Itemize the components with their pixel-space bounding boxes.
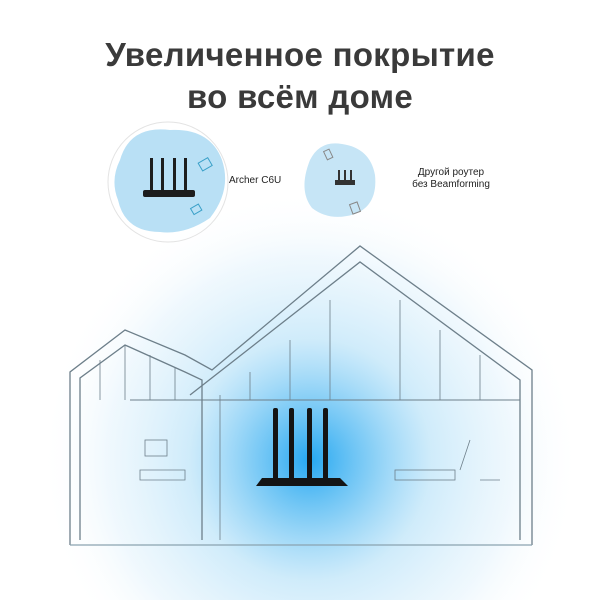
router-icon xyxy=(143,158,195,197)
device-icon xyxy=(197,156,213,172)
headline-line-1: Увеличенное покрытие xyxy=(105,36,495,73)
archer-label: Archer C6U xyxy=(229,175,282,186)
other-router-label-line-2: без Beamforming xyxy=(412,179,490,190)
device-icon xyxy=(189,203,203,216)
other-router-label-line-1: Другой роутер xyxy=(417,167,485,178)
archer-coverage-diagram xyxy=(107,121,229,243)
device-icon xyxy=(348,201,362,215)
other-router-label: Другой роутер без Beamforming xyxy=(408,167,494,191)
headline-line-2: во всём доме xyxy=(187,78,413,115)
other-router-coverage-diagram xyxy=(304,143,376,217)
house-outline xyxy=(69,245,533,546)
router-icon xyxy=(335,170,355,185)
device-icon xyxy=(322,148,334,161)
archer-router-icon xyxy=(256,408,348,486)
